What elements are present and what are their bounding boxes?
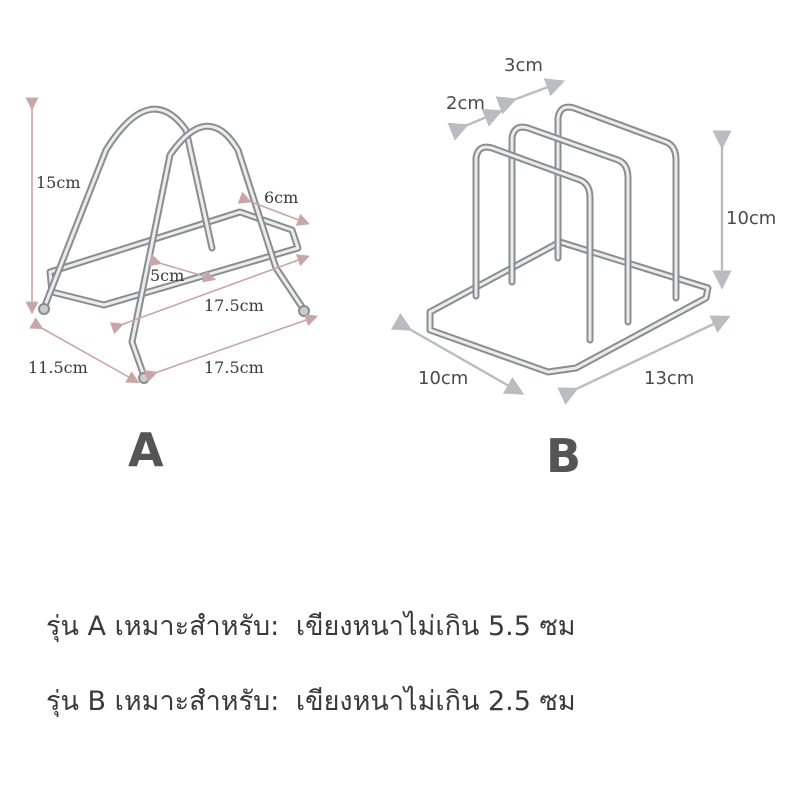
rack-b-pitch-inner-label: 2cm bbox=[446, 93, 485, 114]
rack-b-title: B bbox=[546, 429, 581, 483]
rack-a-base-width-label: 11.5cm bbox=[28, 358, 88, 377]
rack-a-dimension-arrows bbox=[25, 97, 319, 384]
model-a-description: รุ่น A เหมาะสำหรับ: เขียงหนาไม่เกิน 5.5 … bbox=[46, 604, 584, 647]
rack-b-height-label: 10cm bbox=[726, 208, 776, 229]
rack-b-length-label: 13cm bbox=[644, 368, 694, 389]
rack-a-illustration bbox=[38, 105, 310, 384]
rack-b-pitch-outer-label: 3cm bbox=[504, 55, 543, 76]
model-b-label: รุ่น B เหมาะสำหรับ: bbox=[46, 686, 280, 717]
model-b-description: รุ่น B เหมาะสำหรับ: เขียงหนาไม่เกิน 2.5 … bbox=[46, 679, 584, 722]
rack-a-base-length-label: 17.5cm bbox=[204, 358, 264, 377]
rack-a-title: A bbox=[128, 423, 164, 477]
model-b-spec: เขียงหนาไม่เกิน 2.5 ซม bbox=[295, 686, 576, 717]
rack-b-width-label: 10cm bbox=[418, 368, 468, 389]
rack-a-slot-depth-label: 6cm bbox=[264, 188, 298, 207]
rack-a-height-label: 15cm bbox=[36, 173, 81, 192]
rack-b-illustration bbox=[426, 103, 712, 376]
model-a-spec: เขียงหนาไม่เกิน 5.5 ซม bbox=[295, 611, 576, 642]
model-a-label: รุ่น A เหมาะสำหรับ: bbox=[46, 611, 280, 642]
rack-a-slot-gap-label: 5cm bbox=[150, 266, 184, 285]
rack-a-inner-length-label: 17.5cm bbox=[204, 296, 264, 315]
rack-b-dimension-arrows bbox=[390, 78, 732, 405]
